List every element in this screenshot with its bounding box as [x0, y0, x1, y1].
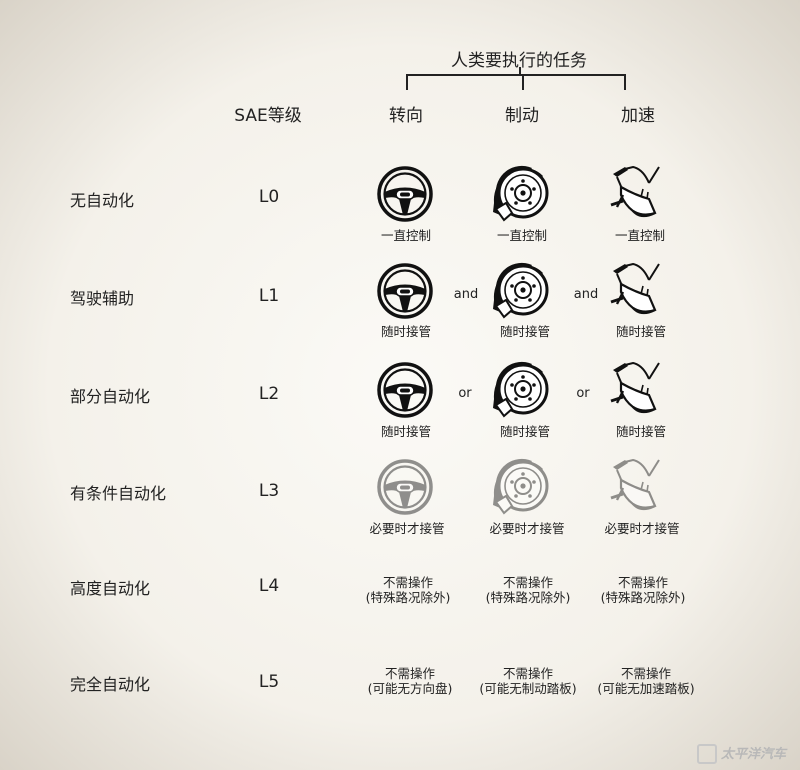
- caption-l2-braking: 随时接管: [499, 424, 551, 439]
- bracket-center-tick: [519, 67, 521, 76]
- caption-line: 不需操作: [382, 575, 434, 590]
- caption-l0-braking: 一直控制: [496, 228, 548, 243]
- connector-l1-a: and: [453, 287, 479, 302]
- caption-line: 不需操作: [620, 666, 672, 681]
- caption-line: 不需操作: [617, 575, 669, 590]
- steering-wheel-icon: [377, 459, 433, 515]
- caption-line: 不需操作: [502, 666, 554, 681]
- level-name-l3: 有条件自动化: [70, 484, 167, 503]
- caption-line: 不需操作: [384, 666, 436, 681]
- caption-l0-acceleration: 一直控制: [614, 228, 666, 243]
- brake-disc-icon: [492, 261, 549, 319]
- foot-pedal-icon: [609, 458, 661, 511]
- level-name-l2: 部分自动化: [70, 387, 151, 406]
- foot-pedal-icon: [609, 262, 661, 315]
- caption-line: 不需操作: [502, 575, 554, 590]
- caption-l3-acceleration: 必要时才接管: [604, 521, 680, 536]
- caption-l1-steering: 随时接管: [380, 324, 432, 339]
- caption-line: (特殊路况除外): [600, 590, 686, 605]
- brake-disc-icon: [492, 164, 549, 222]
- caption-l4-steering: 不需操作 (特殊路况除外): [366, 575, 451, 605]
- connector-l1-b: and: [573, 287, 599, 302]
- steering-wheel-icon: [377, 263, 433, 319]
- caption-line: (可能无方向盘): [367, 681, 453, 696]
- foot-pedal-icon: [609, 165, 661, 218]
- level-code-l2: L2: [258, 384, 280, 404]
- caption-l2-acceleration: 随时接管: [615, 424, 667, 439]
- sae-level-header: SAE等级: [234, 106, 302, 126]
- level-code-l3: L3: [258, 481, 280, 501]
- column-header-acceleration: 加速: [621, 106, 655, 126]
- caption-l5-braking: 不需操作 (可能无制动踏板): [479, 666, 576, 696]
- connector-l2-b: or: [576, 386, 590, 401]
- watermark: 太平洋汽车: [696, 743, 786, 764]
- level-code-l4: L4: [258, 576, 280, 596]
- caption-l1-braking: 随时接管: [499, 324, 551, 339]
- bracket-mid-drop: [522, 74, 524, 90]
- connector-l2-a: or: [458, 386, 472, 401]
- caption-line: (特殊路况除外): [365, 590, 451, 605]
- caption-l0-steering: 一直控制: [380, 228, 432, 243]
- level-name-l1: 驾驶辅助: [70, 289, 135, 308]
- watermark-logo-icon: [696, 744, 717, 764]
- caption-line: (可能无加速踏板): [597, 681, 695, 696]
- brake-disc-icon: [492, 360, 549, 418]
- steering-wheel-icon: [377, 362, 433, 418]
- caption-l2-steering: 随时接管: [380, 424, 432, 439]
- bracket-left-drop: [406, 74, 408, 90]
- bracket-horizontal: [406, 74, 626, 76]
- column-header-steering: 转向: [389, 106, 423, 126]
- caption-l1-acceleration: 随时接管: [615, 324, 667, 339]
- caption-line: (可能无制动踏板): [479, 681, 577, 696]
- human-task-title: 人类要执行的任务: [451, 51, 587, 71]
- caption-l3-steering: 必要时才接管: [369, 521, 445, 536]
- level-name-l5: 完全自动化: [70, 675, 151, 694]
- caption-l3-braking: 必要时才接管: [489, 521, 565, 536]
- foot-pedal-icon: [609, 361, 661, 414]
- level-code-l0: L0: [258, 187, 280, 207]
- column-header-braking: 制动: [505, 106, 539, 126]
- level-name-l4: 高度自动化: [70, 579, 151, 598]
- caption-l4-braking: 不需操作 (特殊路况除外): [486, 575, 571, 605]
- level-code-l5: L5: [258, 672, 280, 692]
- steering-wheel-icon: [377, 166, 433, 222]
- caption-line: (特殊路况除外): [485, 590, 571, 605]
- level-name-l0: 无自动化: [70, 191, 135, 210]
- caption-l5-steering: 不需操作 (可能无方向盘): [368, 666, 453, 696]
- caption-l4-acceleration: 不需操作 (特殊路况除外): [601, 575, 686, 605]
- brake-disc-icon: [492, 457, 549, 515]
- bracket-right-drop: [624, 74, 626, 90]
- caption-l5-acceleration: 不需操作 (可能无加速踏板): [597, 666, 694, 696]
- watermark-text: 太平洋汽车: [720, 746, 786, 762]
- level-code-l1: L1: [258, 286, 280, 306]
